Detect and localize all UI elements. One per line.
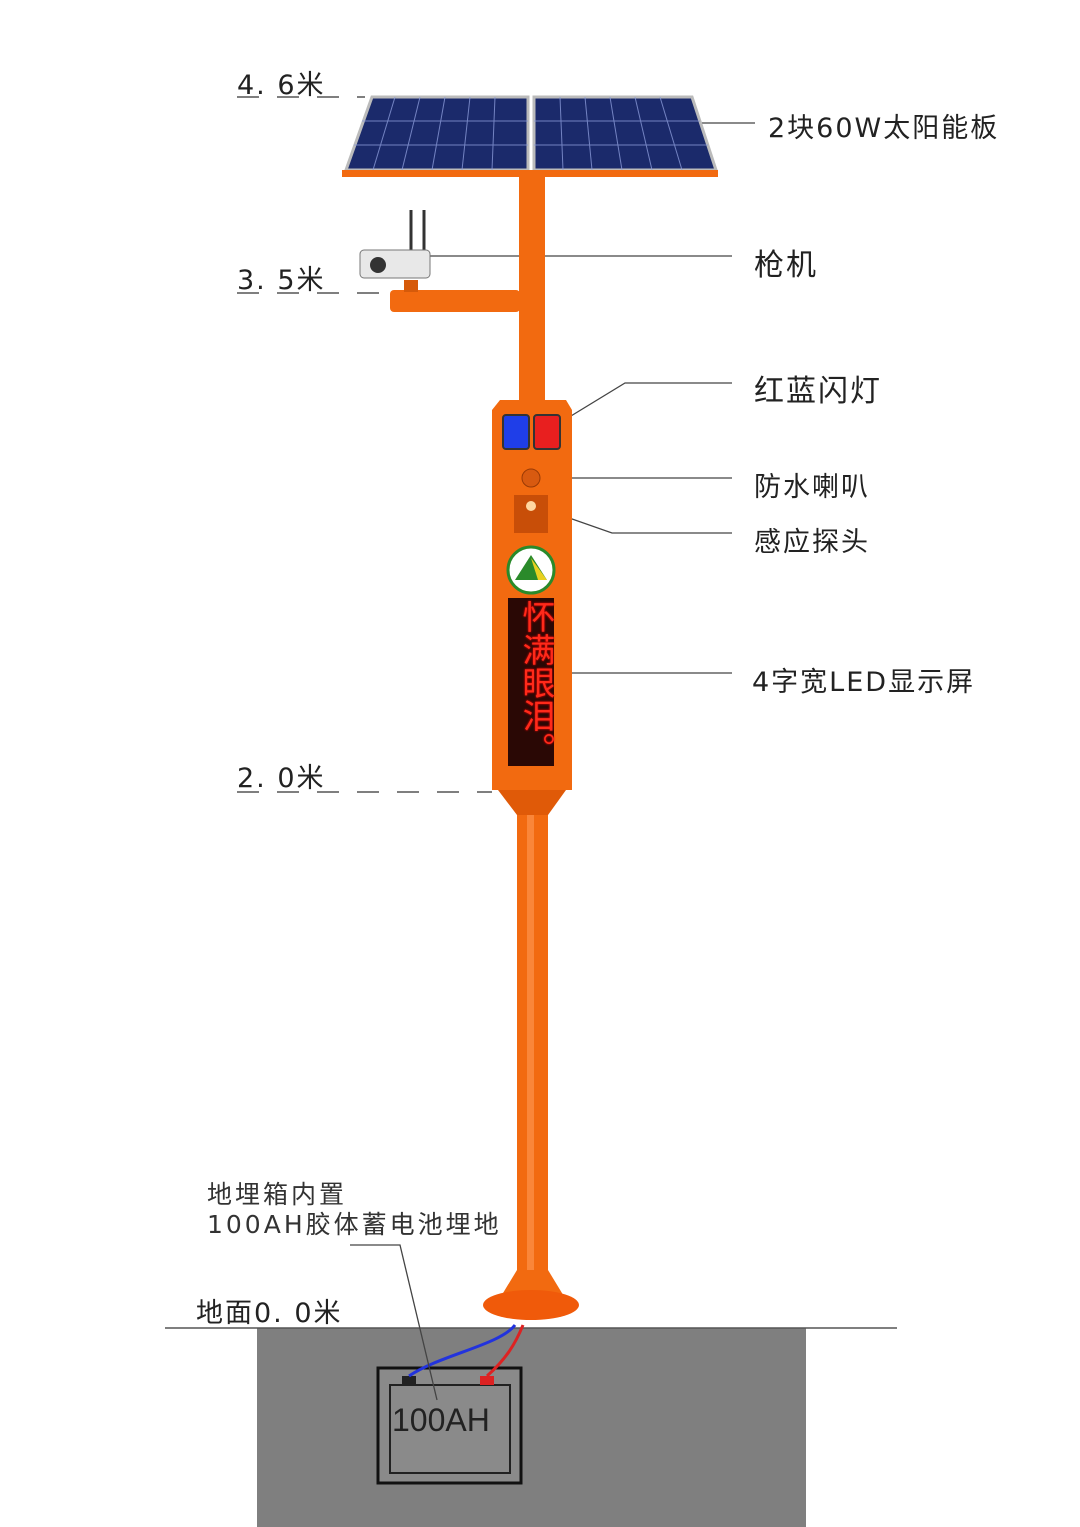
label-lights: 红蓝闪灯 bbox=[754, 374, 882, 409]
ground-block bbox=[257, 1328, 806, 1527]
solar-panel bbox=[342, 95, 719, 177]
pole bbox=[483, 176, 579, 1320]
height-guides bbox=[237, 96, 492, 793]
label-battery-line1: 地埋箱内置 bbox=[207, 1180, 348, 1209]
red-light bbox=[533, 414, 561, 450]
height-3-5: 3. 5米 bbox=[237, 265, 326, 296]
equipment-box bbox=[492, 400, 572, 790]
label-speaker: 防水喇叭 bbox=[754, 472, 870, 503]
camera-icon bbox=[359, 210, 520, 312]
blue-light bbox=[502, 414, 530, 450]
label-led: 4字宽LED显示屏 bbox=[752, 667, 976, 698]
sensor-icon bbox=[514, 495, 548, 533]
blue-wire bbox=[408, 1324, 517, 1378]
label-battery-line2: 100AH胶体蓄电池埋地 bbox=[207, 1210, 502, 1239]
red-wire bbox=[486, 1324, 525, 1378]
height-2-0: 2. 0米 bbox=[237, 763, 326, 794]
speaker-icon bbox=[521, 468, 541, 488]
battery-label: 100AH bbox=[392, 1402, 490, 1438]
height-ground: 地面0. 0米 bbox=[196, 1298, 343, 1329]
battery-icon bbox=[376, 1366, 523, 1485]
label-sensor: 感应探头 bbox=[754, 527, 870, 558]
height-4-6: 4. 6米 bbox=[237, 70, 326, 101]
led-screen bbox=[508, 598, 554, 766]
label-solar-panel: 2块60W太阳能板 bbox=[768, 113, 1000, 144]
label-camera: 枪机 bbox=[754, 248, 818, 283]
led-display-text: 怀满眼泪。 bbox=[517, 600, 556, 765]
